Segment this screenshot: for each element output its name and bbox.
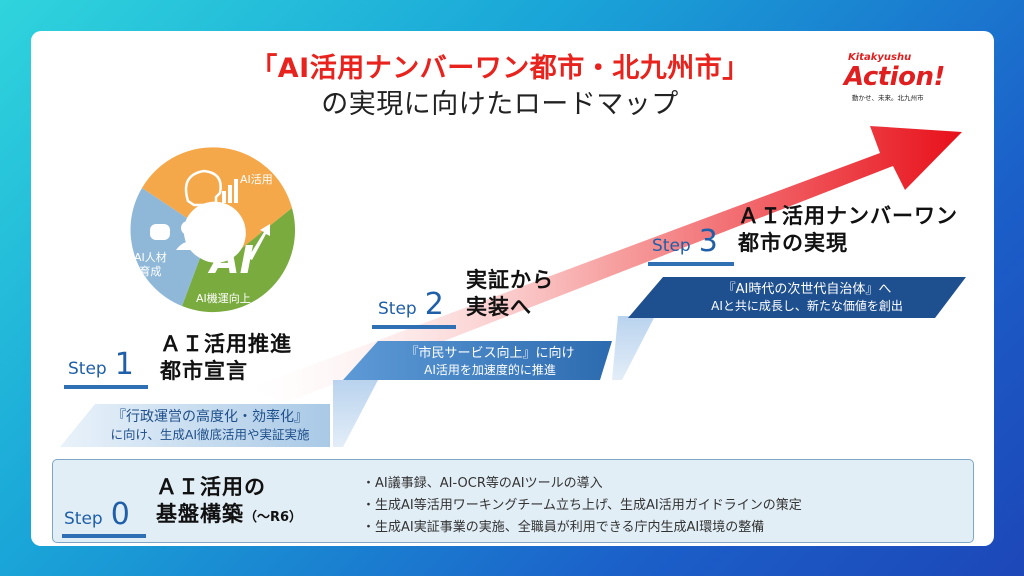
page-title-line2: の実現に向けたロードマップ [321, 89, 679, 120]
page-title-line1: 「AI活用ナンバーワン都市・北九州市」 [250, 53, 750, 84]
logo-tagline: 動かせ、未来。北九州市 [852, 94, 924, 102]
people-icon [150, 221, 200, 250]
step3-banner [628, 277, 966, 318]
step1-title: ＡＩ活用推進都市宣言 [160, 332, 292, 383]
ai-head-icon [184, 169, 238, 207]
step1-banner-text: 『行政運営の高度化・効率化』に向け、生成AI徹底活用や実証実施 [110, 409, 310, 442]
logo-main-text: Action! [844, 62, 945, 92]
ai-mark-text: AI [207, 238, 254, 282]
step0-bullet-3: ・生成AI実証事業の実施、全職員が利用できる庁内生成AI環境の整備 [362, 520, 765, 535]
step0-bullet-2: ・生成AI等活用ワーキングチーム立ち上げ、生成AI活用ガイドラインの策定 [362, 498, 802, 513]
step1-riser [333, 380, 378, 447]
cycle-label-ai-morale: AI機運向上 [196, 292, 251, 305]
step0-underline [62, 534, 146, 538]
cycle-label-ai-use: AI活用 [240, 173, 273, 186]
logo-small-text: Kitakyushu [848, 52, 912, 63]
kitakyushu-action-logo: Kitakyushu Action! 動かせ、未来。北九州市 [838, 52, 958, 102]
cycle-segment-ai-talent [130, 188, 200, 306]
step2-underline [372, 325, 456, 329]
ai-growth-arrow-icon [248, 224, 270, 260]
step2-banner [343, 341, 612, 380]
step0-bullet-1: ・AI議事録、AI-OCR等のAIツールの導入 [362, 476, 603, 491]
step0-panel [52, 459, 974, 543]
roadmap-arrow [250, 126, 962, 403]
step3-underline [648, 262, 734, 266]
step1-banner [60, 404, 330, 447]
cycle-label-ai-talent: AI人材 育成 [134, 251, 167, 278]
step1-underline [64, 385, 148, 389]
ai-cycle-diagram: AI [130, 147, 296, 313]
step2-riser [612, 316, 655, 380]
step2-title: 実証から実装へ [466, 268, 554, 319]
step3-title: ＡＩ活用ナンバーワン都市の実現 [738, 204, 958, 255]
step0-title: ＡＩ活用の 基盤構築（〜R6） [156, 475, 303, 526]
